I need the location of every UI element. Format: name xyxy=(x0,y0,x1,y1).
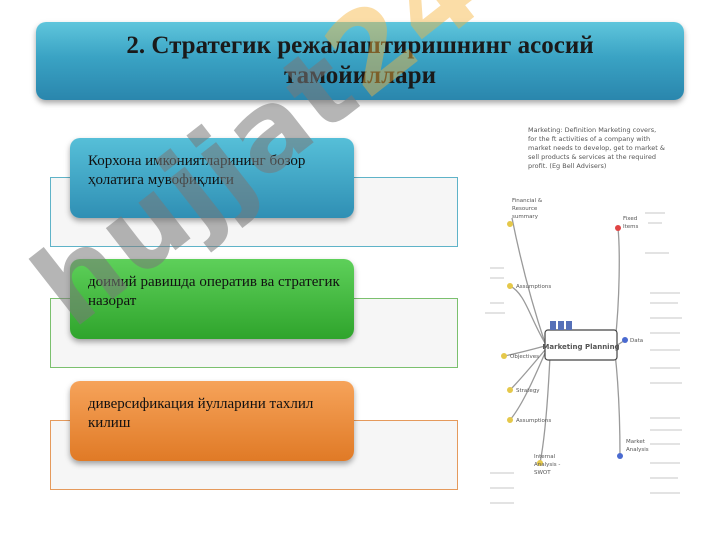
bullet-icon xyxy=(507,221,513,227)
mindmap-center-icons xyxy=(550,321,572,330)
branch-strategy: Strategy xyxy=(516,388,540,394)
principle-card-2: доимий равишда оператив ва стратегик наз… xyxy=(70,259,354,339)
principle-text-3: диверсификация йулларини тахлил килиш xyxy=(88,396,314,431)
mindmap-leaves xyxy=(485,212,682,504)
bullet-icon xyxy=(507,417,513,423)
bullet-icon xyxy=(507,387,513,393)
title-banner: 2. Стратегик режалаштиришнинг асосий там… xyxy=(36,22,684,100)
mindmap-center-label: Marketing Planning xyxy=(542,343,619,351)
bullet-icon xyxy=(507,283,513,289)
bullet-icon xyxy=(501,353,507,359)
branch-assumptions-top: Assumptions xyxy=(516,284,551,290)
principle-text-2: доимий равишда оператив ва стратегик наз… xyxy=(88,274,340,309)
bullet-icon xyxy=(615,225,621,231)
bullet-icon xyxy=(617,453,623,459)
branch-data: Data xyxy=(630,338,643,344)
bullet-icon xyxy=(537,460,543,466)
principle-card-3: диверсификация йулларини тахлил килиш xyxy=(70,381,354,461)
marketing-planning-mindmap: Marketing: Definition Marketing covers, … xyxy=(485,126,682,504)
branch-assumptions-bottom: Assumptions xyxy=(516,418,551,424)
bullet-icon xyxy=(622,337,628,343)
mindmap-definition: Marketing: Definition Marketing covers, … xyxy=(528,126,667,170)
principle-text-1: Корхона имкониятларининг бозор ҳолатига … xyxy=(88,153,306,188)
mindmap-center-node xyxy=(544,329,618,361)
branch-objectives: Objectives xyxy=(510,354,539,360)
principle-card-1: Корхона имкониятларининг бозор ҳолатига … xyxy=(70,138,354,218)
slide-title: 2. Стратегик режалаштиришнинг асосий там… xyxy=(126,32,594,89)
